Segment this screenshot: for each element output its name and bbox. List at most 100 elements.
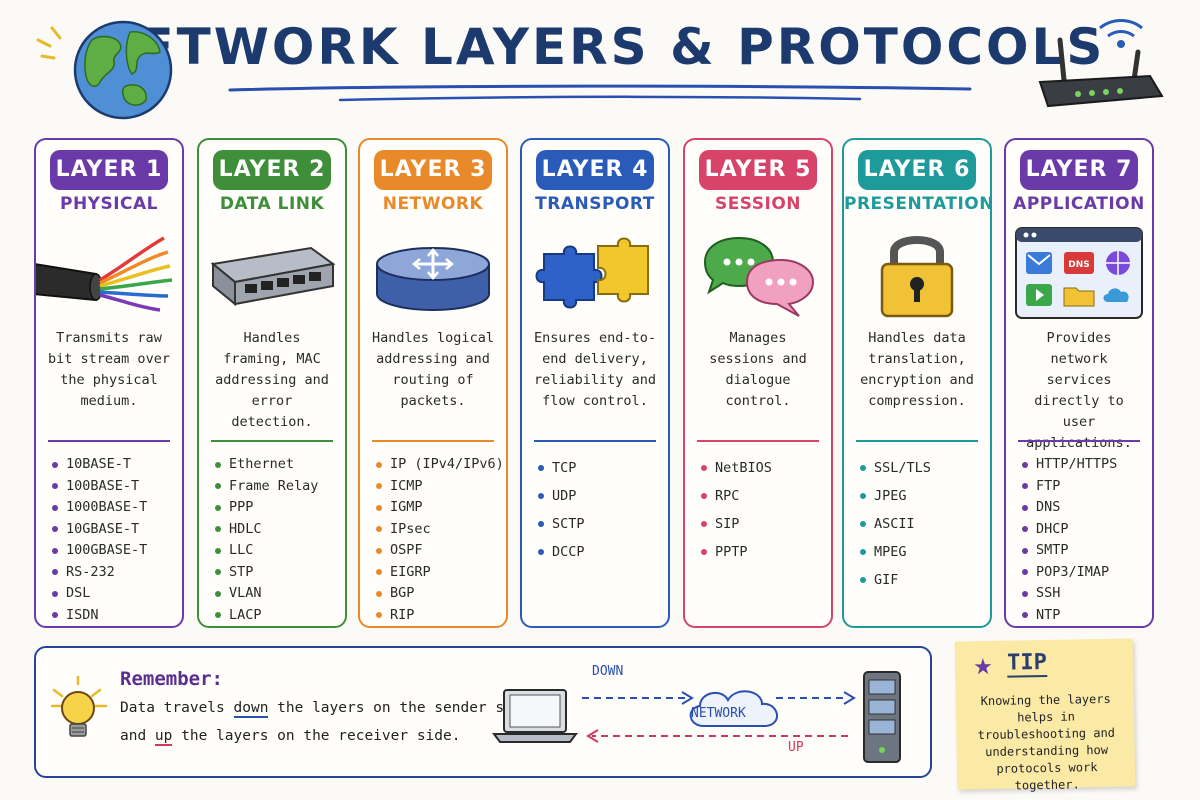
layer-name: SESSION [714,194,802,214]
protocol-item: HDLC [213,519,318,541]
layer-illustration [844,224,990,322]
protocol-item: SIP [699,510,772,538]
protocol-item: STP [213,562,318,584]
router-icon [1038,19,1164,108]
protocol-item: SSL/TLS [858,454,931,482]
lightbulb-icon [50,676,108,737]
protocol-item: 1000BASE-T [50,497,147,519]
svg-text:DNS: DNS [1068,260,1090,270]
protocol-item: ASCII [858,510,931,538]
protocol-item: LACP [213,605,318,627]
protocol-item: SCTP [536,510,585,538]
layer-7-card: LAYER 7 APPLICATION DNS Provides network se… [1004,138,1154,628]
cable-icon [33,236,173,312]
protocol-item: NetBIOS [699,454,772,482]
remember-title: Remember: [120,668,223,690]
protocol-item: HTTP/HTTPS [1020,454,1117,476]
layer-description: Ensures end-to-end delivery, reliability… [534,330,656,409]
layer-description: Transmits raw bit stream over the physic… [48,330,170,409]
layer-divider [48,440,170,442]
protocol-item: DSL [50,583,147,605]
layer-divider [1018,440,1140,442]
protocol-item: FTP [1020,476,1117,498]
down-word: down [233,700,269,718]
layer-divider [211,440,333,442]
protocol-item: TCP [536,454,585,482]
protocol-item: RIP [374,605,504,627]
protocol-item: Frame Relay [213,476,318,498]
layer-illustration [522,224,668,322]
protocol-item: ISDN [50,605,147,627]
layer-description: Provides network services directly to us… [1026,330,1132,451]
layer-divider [372,440,494,442]
protocol-item: PPP [213,497,318,519]
protocol-item: 10BASE-T [50,454,147,476]
protocol-item: POP3/IMAP [1020,562,1117,584]
layer-name: APPLICATION [1013,194,1145,214]
server-icon [863,671,901,763]
remember-box: Remember: Data travels down the layers o… [34,646,932,778]
protocol-item: SMTP [1020,540,1117,562]
layer-description: Handles framing, MAC addressing and erro… [215,330,329,430]
puzzle-icon [535,237,649,309]
layer-divider [534,440,656,442]
layer-badge: LAYER 3 [374,150,492,190]
protocol-item: NTP [1020,605,1117,627]
padlock-icon [880,236,954,318]
layer-illustration: DNS [1006,224,1152,322]
protocol-item: GIF [858,566,931,594]
protocol-item: 100BASE-T [50,476,147,498]
globe-icon [36,20,173,120]
layer-5-card: LAYER 5 SESSION Manages sessions and dialo… [683,138,833,628]
chat-bubbles-icon [703,236,815,317]
tip-text: Knowing the layers helps in troubleshoot… [977,691,1116,793]
layer-divider [697,440,819,442]
layer-description: Handles data translation, encryption and… [860,330,974,409]
protocol-item: LLC [213,540,318,562]
protocol-item: SSH [1020,583,1117,605]
protocol-item: OSPF [374,540,504,562]
protocol-item: Ethernet [213,454,318,476]
network-label: NETWORK [691,706,746,721]
protocol-item: ICMP [374,476,504,498]
switch-icon [210,246,336,307]
tip-title: TIP [1006,649,1048,678]
layer-name: PRESENTATION [844,194,994,214]
laptop-icon [492,689,578,743]
page-title: NETWORK LAYERS & PROTOCOLS [94,18,1106,76]
layer-illustration [685,224,831,322]
layer-description: Handles logical addressing and routing o… [372,330,494,409]
protocol-item: RPC [699,482,772,510]
protocol-item: IGMP [374,497,504,519]
layer-badge: LAYER 2 [213,150,331,190]
remember-line-2: and up the layers on the receiver side. [120,728,461,746]
protocol-item: JPEG [858,482,931,510]
layer-badge: LAYER 5 [699,150,817,190]
protocol-item: BGP [374,583,504,605]
protocol-item: MPEG [858,538,931,566]
layer-badge: LAYER 7 [1020,150,1138,190]
network-cloud-icon [689,690,778,727]
layer-description: Manages sessions and dialogue control. [709,330,807,409]
data-flow-diagram [492,671,901,763]
layer-name: PHYSICAL [59,194,159,214]
layer-name: TRANSPORT [535,194,655,214]
protocol-item: RS-232 [50,562,147,584]
up-label: UP [788,740,804,755]
protocol-item: IP (IPv4/IPv6) [374,454,504,476]
protocol-item: UDP [536,482,585,510]
star-icon: ★ [972,654,994,681]
protocol-item: 100GBASE-T [50,540,147,562]
up-word: up [154,728,173,746]
protocol-item: DHCP [1020,519,1117,541]
